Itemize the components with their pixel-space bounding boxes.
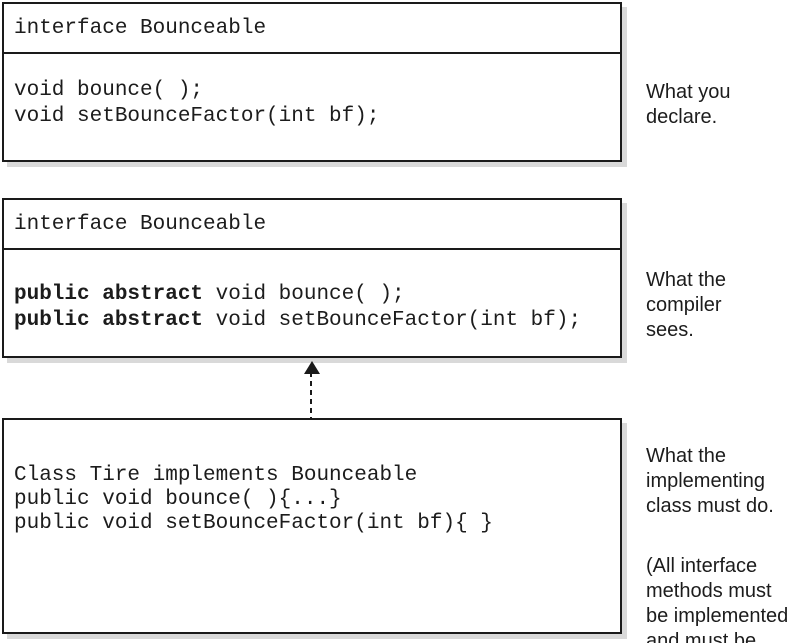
code-line: public void bounce( ){...} xyxy=(14,488,342,511)
annotation-implementing-text: What the implementing class must do. xyxy=(646,445,774,517)
arrow-up-icon xyxy=(304,361,320,374)
code-line: public abstract void setBounceFactor(int… xyxy=(14,308,620,334)
code-line: void setBounceFactor(int bf); xyxy=(14,105,380,128)
interface-name-label: interface Bounceable xyxy=(14,212,267,236)
declaration-box-body: void bounce( ); void setBounceFactor(int… xyxy=(4,54,620,130)
code-line: public void setBounceFactor(int bf){ } xyxy=(14,512,493,535)
compiler-box-header: interface Bounceable xyxy=(4,200,620,250)
code-modifier-bold: public abstract xyxy=(14,309,204,332)
interface-name-label: interface Bounceable xyxy=(14,16,267,40)
implementation-box: Class Tire implements Bounceable public … xyxy=(2,418,622,634)
code-line: public abstract void bounce( ); xyxy=(14,282,620,308)
code-rest: void setBounceFactor(int bf); xyxy=(203,309,582,332)
annotation-implementing-note: (All interface methods must be implement… xyxy=(646,555,789,643)
compiler-box-body: public abstract void bounce( ); public a… xyxy=(4,250,620,334)
code-line: Class Tire implements Bounceable xyxy=(14,464,418,487)
code-line: void bounce( ); xyxy=(14,79,204,102)
dashed-arrow-line xyxy=(310,372,312,418)
compiler-view-box: interface Bounceable public abstract voi… xyxy=(2,198,622,358)
code-modifier-bold: public abstract xyxy=(14,283,204,306)
annotation-implementing-class: What the implementing class must do. (Al… xyxy=(646,419,798,643)
code-rest: void bounce( ); xyxy=(203,283,405,306)
annotation-what-compiler-sees: What the compiler sees. xyxy=(646,269,727,341)
declaration-box: interface Bounceable void bounce( ); voi… xyxy=(2,2,622,162)
annotation-what-you-declare: What you declare. xyxy=(646,81,731,128)
declaration-box-header: interface Bounceable xyxy=(4,4,620,54)
implementation-box-body: Class Tire implements Bounceable public … xyxy=(4,420,620,536)
